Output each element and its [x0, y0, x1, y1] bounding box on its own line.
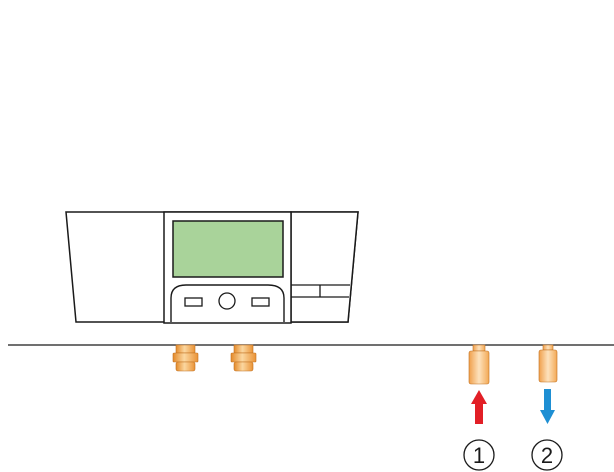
pipe-stub-icon — [538, 344, 558, 383]
fitting-left-nut — [172, 352, 199, 363]
right-button-icon — [251, 297, 270, 307]
callout-2-circle — [531, 439, 563, 471]
pipe2-body — [538, 349, 558, 383]
return-arrow-shape — [540, 389, 555, 424]
pipe2-collar — [542, 344, 554, 351]
fitting-right-nut — [230, 352, 257, 363]
rotary-knob-icon — [218, 292, 236, 310]
left-button-icon — [184, 297, 203, 307]
pipe-fitting-icon — [172, 344, 199, 372]
fitting-right-bottom — [233, 361, 254, 372]
callout-1: 1 — [463, 439, 495, 471]
flow-arrow-icon — [471, 390, 487, 424]
pipe-stub-icon — [468, 344, 490, 385]
control-panel-arch — [170, 284, 285, 322]
return-arrow-icon — [540, 389, 555, 424]
flow-arrow-shape — [471, 390, 487, 424]
pipe1-collar — [472, 344, 486, 352]
fitting-left-bottom — [175, 361, 196, 372]
callout-2: 2 — [531, 439, 563, 471]
pipe1-body — [468, 350, 490, 385]
fitting-right-top — [233, 344, 254, 354]
boiler-control-unit-icon — [163, 211, 292, 324]
callout-2-label: 2 — [541, 443, 553, 468]
callout-1-label: 1 — [473, 443, 485, 468]
housing-right-panel — [290, 211, 359, 323]
display-screen — [172, 220, 284, 278]
callout-1-circle — [463, 439, 495, 471]
pipe-fitting-icon — [230, 344, 257, 372]
fitting-left-top — [175, 344, 196, 354]
